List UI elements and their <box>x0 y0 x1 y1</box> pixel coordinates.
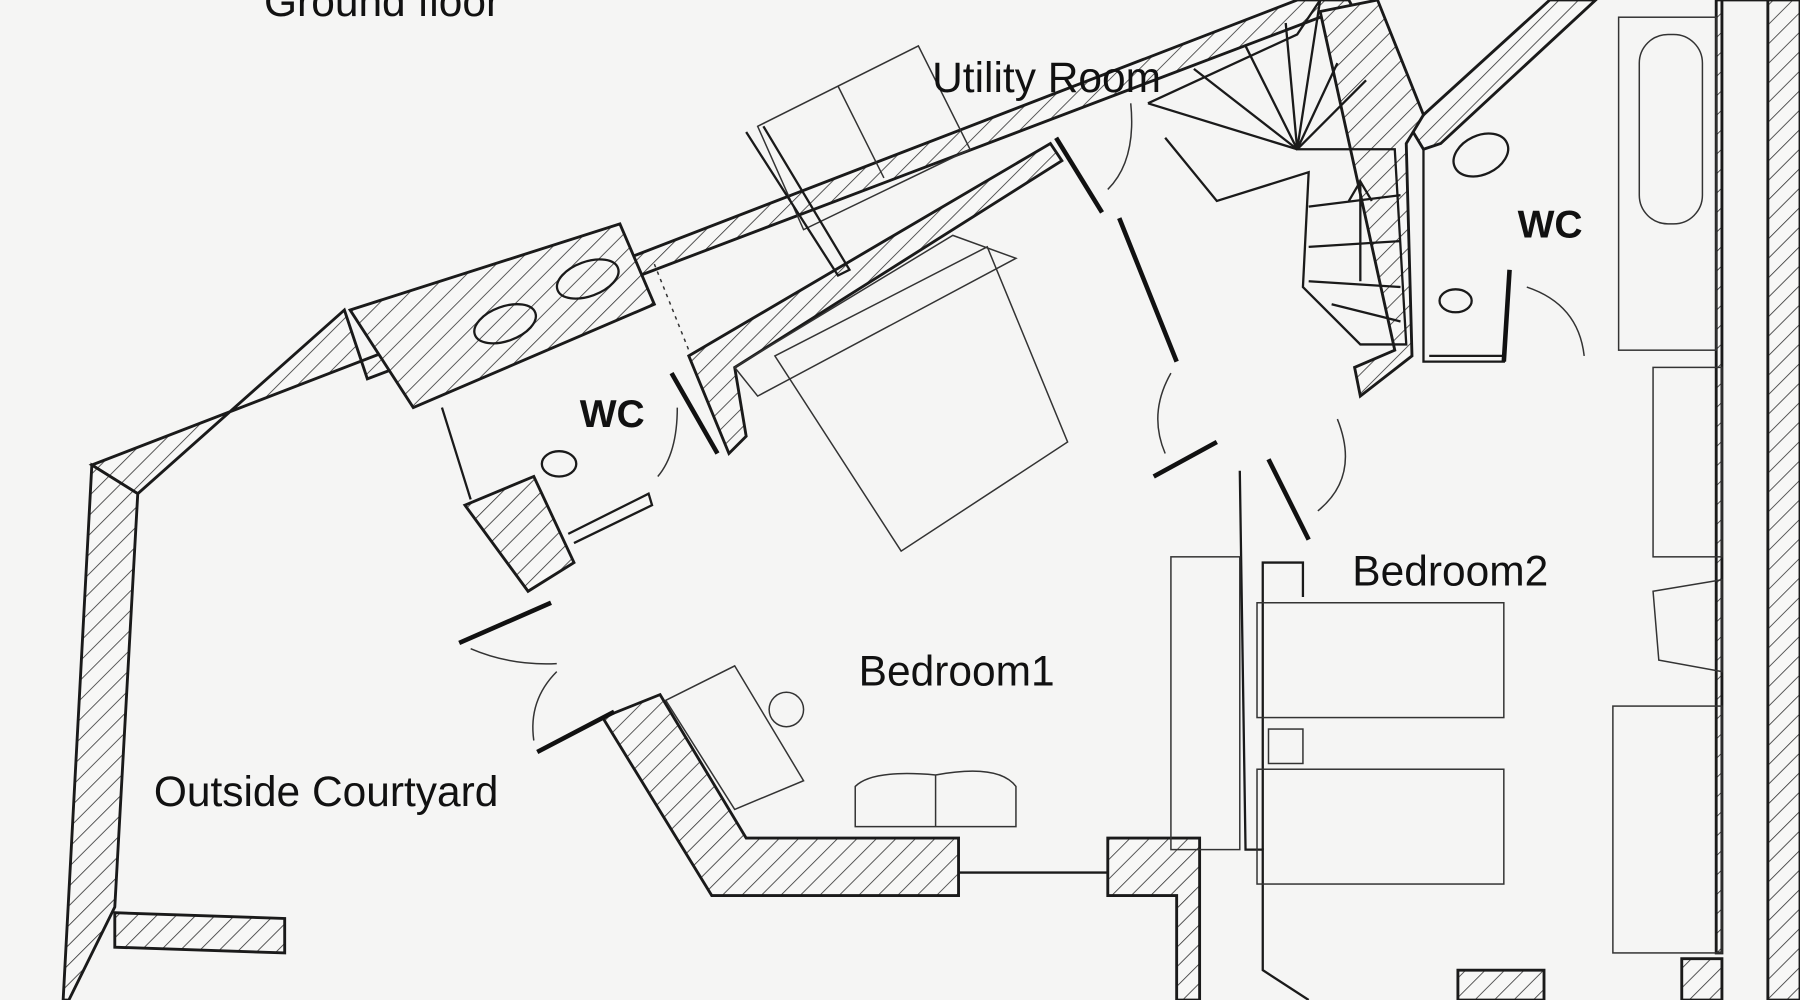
stair-outline <box>1147 0 1408 346</box>
wardrobe <box>1170 556 1241 851</box>
toilet-left <box>540 450 578 478</box>
utility-counter <box>756 44 972 231</box>
basin-1 <box>473 303 538 345</box>
bottom-right-block <box>1456 968 1546 1000</box>
plan-title: Ground floor <box>264 0 500 25</box>
twin-bed-2 <box>1256 768 1505 885</box>
double-bed <box>773 245 1069 553</box>
bedroom2-inner-wall <box>1261 561 1305 850</box>
label-bedroom1: Bedroom1 <box>859 647 1055 694</box>
courtyard-corner-wall <box>113 911 287 955</box>
label-wc-right: WC <box>1518 204 1583 247</box>
west-wall <box>61 462 140 1000</box>
bottom-right-block-2 <box>1680 957 1724 1000</box>
south-wall-right <box>1106 836 1202 1000</box>
bedroom1-south-wall <box>600 692 960 897</box>
label-wc-left: WC <box>580 393 645 436</box>
desk <box>664 664 805 811</box>
east-wall <box>1714 0 1800 1000</box>
twin-bed-1 <box>1256 602 1505 719</box>
basin-wc-right <box>1452 132 1510 178</box>
vanity-block <box>347 222 657 410</box>
label-utility-room: Utility Room <box>932 54 1161 101</box>
sofa <box>854 770 1017 828</box>
bathtub <box>1617 16 1717 351</box>
label-outside-courtyard: Outside Courtyard <box>154 768 499 815</box>
bedroom1-partition <box>686 141 1064 457</box>
bedroom2-west-wall <box>1238 470 1310 1000</box>
label-bedroom2: Bedroom2 <box>1352 548 1548 595</box>
basin-2 <box>555 258 620 300</box>
wc-wall-block <box>462 474 576 594</box>
chair <box>768 691 805 728</box>
toilet-right <box>1438 288 1473 314</box>
